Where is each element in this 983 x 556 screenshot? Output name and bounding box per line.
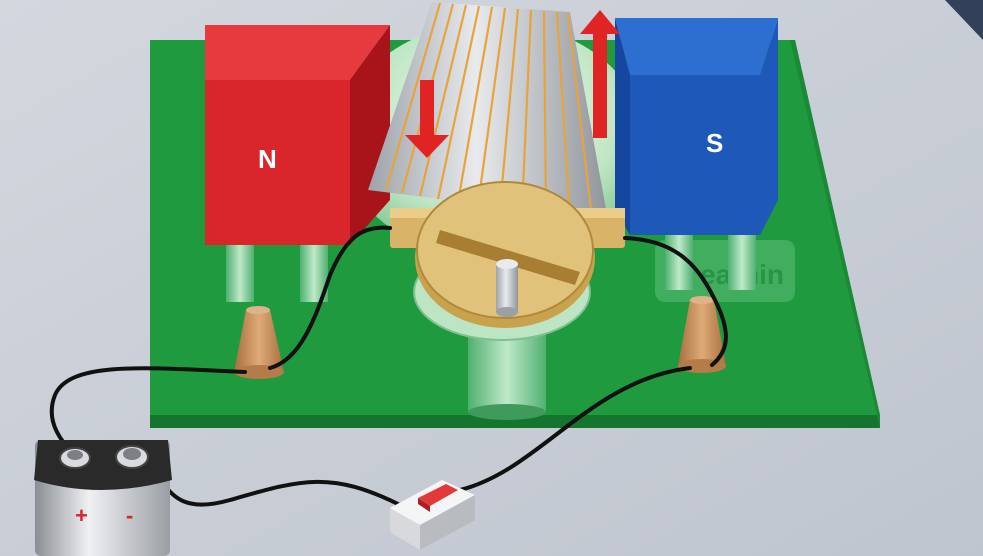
switch[interactable] xyxy=(390,480,475,550)
south-magnet: S xyxy=(615,18,778,235)
battery-plus-label: + xyxy=(75,503,88,528)
wire-brush-right xyxy=(623,236,728,367)
battery-minus-label: - xyxy=(126,503,133,528)
south-label: S xyxy=(706,128,723,158)
commutator xyxy=(415,181,595,328)
force-arrow-up xyxy=(580,10,620,138)
circuit-wires xyxy=(49,225,728,507)
motor-shaft xyxy=(496,259,518,317)
corner-panel xyxy=(945,0,983,40)
switch-toggle[interactable] xyxy=(418,484,458,506)
north-label: N xyxy=(258,144,277,174)
wire-brush-left xyxy=(268,225,392,370)
wire-switch-to-terminal xyxy=(458,366,692,492)
north-magnet: N xyxy=(205,25,390,245)
armature-coil xyxy=(368,2,608,220)
force-arrow-down xyxy=(405,80,449,158)
battery: + - xyxy=(34,440,172,556)
north-magnet-legs xyxy=(226,240,328,302)
wire-terminal-to-battery xyxy=(49,366,247,454)
left-terminal xyxy=(234,306,284,379)
